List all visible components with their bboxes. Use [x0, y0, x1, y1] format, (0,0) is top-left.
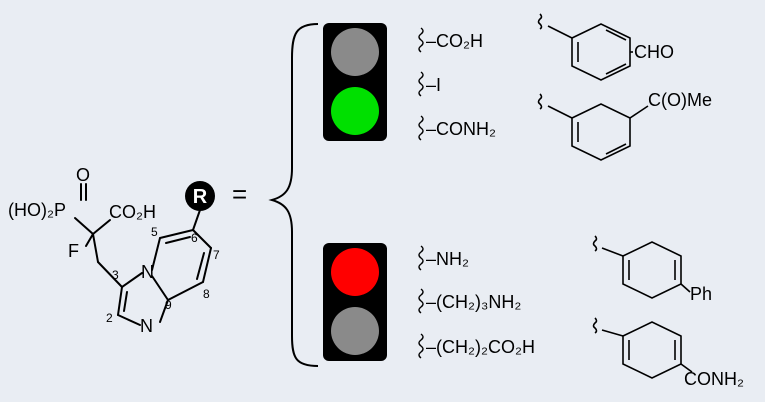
atom-number-6: 6: [191, 231, 198, 245]
wavy-bonds: [418, 27, 424, 359]
acetyl-label: C(O)Me: [648, 90, 712, 110]
r-group-badge: [185, 181, 215, 211]
atom-number-3: 3: [112, 268, 119, 282]
phenyl-label: Ph: [690, 284, 712, 304]
brace: [268, 23, 319, 367]
atom-number-7: 7: [213, 248, 220, 262]
oxo-label: O: [76, 165, 90, 185]
benzene-ring-acetyl: [571, 103, 631, 161]
ring-nitrogen-label: N: [140, 316, 153, 336]
bridge-nitrogen-label: N: [141, 262, 154, 282]
green-lamp: [331, 87, 379, 135]
carboxyl-label: CO₂H: [109, 202, 156, 222]
benzene-ring-formyl: [571, 23, 631, 81]
atom-number-9: 9: [165, 298, 172, 312]
red-lamp: [331, 248, 379, 296]
fluoro-label: F: [68, 241, 79, 261]
equals-sign: =: [232, 179, 247, 209]
benzene-ring-carbamoyl: [622, 321, 682, 379]
substituent-carboxylic-acid: –CO₂H: [426, 31, 483, 51]
traffic-light-green: [323, 23, 387, 141]
phosphonate-label: (HO)₂P: [8, 200, 66, 220]
substituent-aminopropyl: –(CH₂)₃NH₂: [426, 292, 521, 312]
atom-number-2: 2: [106, 311, 113, 325]
benzene-ring-biphenyl: [622, 241, 682, 299]
substituent-iodo: –I: [426, 75, 441, 95]
substituent-carboxyethyl: –(CH₂)₂CO₂H: [426, 337, 535, 357]
core-molecule: [74, 183, 212, 326]
traffic-light-red: [323, 243, 387, 361]
inactive-lamp: [331, 307, 379, 355]
atom-number-8: 8: [203, 287, 210, 301]
substituent-amino: –NH₂: [426, 249, 469, 269]
substituent-carboxamide: –CONH₂: [426, 119, 496, 139]
aldehyde-label: CHO: [634, 42, 674, 62]
inactive-lamp: [331, 28, 379, 76]
aryl-structures: [537, 13, 693, 379]
r-group-label: R: [193, 186, 208, 208]
carboxamide-label: CONH₂: [684, 369, 744, 389]
atom-number-5: 5: [151, 225, 158, 239]
